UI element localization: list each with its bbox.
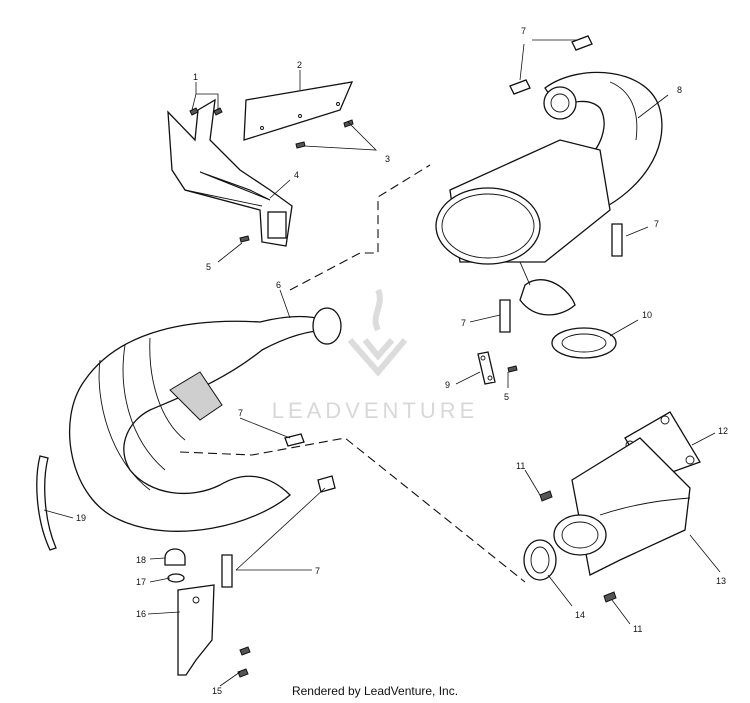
lower-bracket bbox=[177, 584, 215, 676]
callout-4: 4 bbox=[294, 170, 299, 180]
exhaust-springs bbox=[221, 35, 623, 588]
gasket-ring bbox=[551, 327, 617, 359]
callout-11-upper: 11 bbox=[516, 461, 525, 471]
callout-12: 12 bbox=[718, 426, 728, 436]
leader-lines bbox=[43, 39, 721, 687]
upper-exhaust-pipe bbox=[543, 71, 663, 211]
callout-7-top: 7 bbox=[521, 26, 526, 36]
bracket-bolts bbox=[237, 646, 251, 678]
callout-2: 2 bbox=[297, 60, 302, 70]
mounting-bracket bbox=[167, 98, 293, 247]
callout-5-upper: 5 bbox=[206, 262, 211, 272]
callout-14: 14 bbox=[575, 610, 585, 620]
watermark-logo bbox=[347, 288, 408, 377]
callout-7-left: 7 bbox=[238, 408, 243, 418]
callout-10: 10 bbox=[642, 310, 652, 320]
callout-13: 13 bbox=[716, 576, 726, 586]
callout-9: 9 bbox=[445, 380, 450, 390]
callout-6: 6 bbox=[276, 280, 281, 290]
callout-5-lower: 5 bbox=[504, 392, 509, 402]
footer-credit: Rendered by LeadVenture, Inc. bbox=[291, 684, 459, 698]
exhaust-seal bbox=[523, 539, 557, 581]
grommet-and-washer bbox=[164, 548, 186, 583]
heat-shield-plate bbox=[243, 81, 354, 141]
watermark-text: LEADVENTURE bbox=[272, 398, 479, 423]
exhaust-manifold bbox=[553, 437, 691, 576]
callout-7-bottom: 7 bbox=[315, 566, 320, 576]
callout-19: 19 bbox=[76, 513, 86, 523]
strap bbox=[36, 455, 57, 551]
callout-8: 8 bbox=[677, 85, 682, 95]
expansion-chamber bbox=[68, 307, 342, 532]
callout-1: 1 bbox=[193, 72, 198, 82]
callout-18: 18 bbox=[136, 555, 146, 565]
connection-lines bbox=[179, 164, 526, 583]
link-plate bbox=[477, 351, 518, 385]
callout-numbers: 1 2 3 4 5 6 7 8 7 7 10 9 5 7 12 11 19 18… bbox=[76, 26, 728, 696]
callout-3: 3 bbox=[385, 154, 390, 164]
callout-7-middle: 7 bbox=[461, 318, 466, 328]
callout-15: 15 bbox=[212, 686, 222, 696]
callout-17: 17 bbox=[136, 577, 146, 587]
callout-7-right: 7 bbox=[654, 219, 659, 229]
callout-16: 16 bbox=[136, 609, 146, 619]
manifold-bolts bbox=[539, 490, 617, 603]
bracket-fasteners bbox=[189, 107, 354, 243]
muffler bbox=[435, 139, 611, 316]
callout-11-lower: 11 bbox=[633, 624, 642, 634]
